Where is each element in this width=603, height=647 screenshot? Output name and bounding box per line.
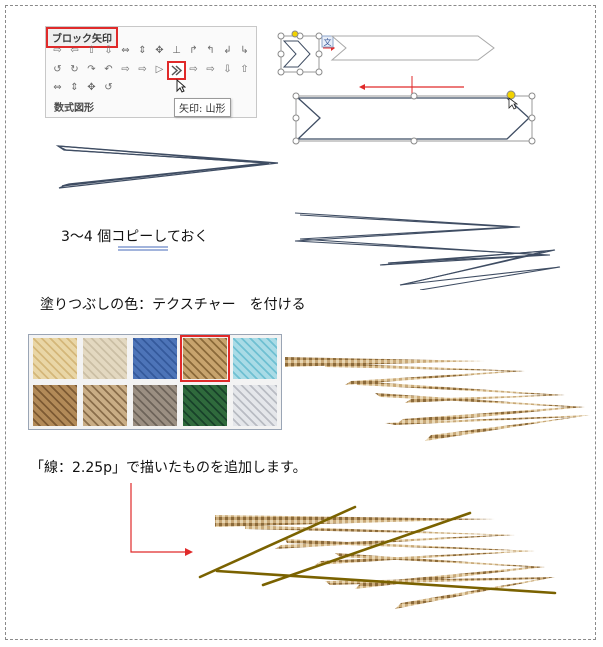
block-arrow-shape-icon[interactable]: ↰	[206, 45, 215, 56]
resize-handle	[315, 68, 323, 76]
block-arrow-shape-icon[interactable]: ⇧	[87, 45, 96, 56]
resize-handle	[277, 68, 285, 76]
chevron-edit-illustration: 文	[277, 30, 536, 145]
texture-swatch-granite[interactable]	[133, 385, 177, 426]
resize-handle	[296, 68, 304, 76]
gallery-title: ブロック矢印	[46, 27, 118, 48]
thin-chevron-illustration	[55, 145, 279, 189]
caption-copy: 3～4 個コピーしておく	[61, 229, 209, 245]
block-arrow-shape-icon[interactable]: ⇔	[53, 82, 62, 93]
texture-swatch-fish-fossil[interactable]	[83, 385, 127, 426]
block-arrow-shape-icon[interactable]: ↺	[53, 64, 62, 75]
layout-options-icon	[321, 35, 334, 48]
block-arrow-shape-icon[interactable]: ⇨	[189, 64, 198, 75]
resize-handle	[277, 50, 285, 58]
adjust-handle-yellow	[506, 90, 516, 100]
caption-fill: 塗りつぶしの色：テクスチャー を付ける	[40, 297, 306, 313]
long-chevron-shape	[330, 35, 495, 61]
block-arrow-shape-icon[interactable]: ⇦	[70, 45, 79, 56]
caption-line: 「線：2.25p」で描いたものを追加します。	[30, 460, 307, 476]
texture-swatch-denim[interactable]	[133, 338, 177, 379]
block-arrow-shape-icon[interactable]: ✥	[87, 82, 96, 93]
block-arrow-shape-icon[interactable]: ⇕	[70, 82, 79, 93]
block-arrow-shape-icon[interactable]: ↺	[104, 82, 113, 93]
block-arrow-shape-icon[interactable]: ↷	[87, 64, 96, 75]
texture-swatch-white-marble[interactable]	[233, 385, 277, 426]
cursor-icon	[508, 97, 519, 110]
textured-chevrons	[285, 357, 590, 441]
block-arrow-shape-icon[interactable]: ⇕	[138, 45, 147, 56]
block-arrow-shape-icon[interactable]: ▷	[155, 64, 164, 75]
block-arrow-shape-icon[interactable]: ⇔	[121, 45, 130, 56]
resize-handle	[315, 50, 323, 58]
block-arrow-shape-icon[interactable]: ↲	[223, 45, 232, 56]
block-arrow-shape-icon[interactable]: ⇨	[138, 64, 147, 75]
texture-swatch-green-marble[interactable]	[183, 385, 227, 426]
resize-handle	[315, 32, 323, 40]
callout-arrow	[130, 483, 193, 556]
page-frame	[5, 5, 596, 640]
gallery-footer-label: 数式図形	[54, 103, 94, 114]
block-arrow-shape-icon[interactable]: ↶	[104, 64, 113, 75]
texture-swatch-canvas[interactable]	[83, 338, 127, 379]
texture-picker	[28, 334, 282, 430]
chevron-selection-highlight	[167, 61, 186, 80]
shape-tooltip: 矢印: 山形	[174, 98, 231, 117]
block-arrow-shape-icon[interactable]: ⊥	[172, 45, 181, 56]
block-arrow-shape-icon[interactable]: ↱	[189, 45, 198, 56]
caption-underline	[118, 246, 168, 251]
block-arrow-shape-icon[interactable]: ⇩	[223, 64, 232, 75]
block-arrow-shape-icon[interactable]: ⇨	[121, 64, 130, 75]
texture-swatch-papyrus[interactable]	[33, 338, 77, 379]
woven-chevrons-with-lines	[198, 505, 557, 609]
block-arrow-shape-icon[interactable]: ✥	[155, 45, 164, 56]
resize-handle	[277, 32, 285, 40]
block-arrow-shape-icon[interactable]: ⇩	[104, 45, 113, 56]
svg-text:文: 文	[324, 37, 332, 47]
block-arrow-shape-icon[interactable]: ⇨	[206, 64, 215, 75]
wide-chevron-shape	[296, 97, 530, 140]
adjust-handle-yellow	[291, 30, 299, 38]
mouse-cursor-icon	[176, 78, 187, 97]
block-arrow-shape-icon[interactable]: ↳	[240, 45, 249, 56]
block-arrow-shape-icon[interactable]: ↻	[70, 64, 79, 75]
stacked-chevrons-outline	[294, 212, 561, 290]
texture-swatch-woven-mat[interactable]	[180, 335, 230, 382]
block-arrow-shape-icon[interactable]: ⇨	[53, 45, 62, 56]
texture-swatch-water-droplets[interactable]	[233, 338, 277, 379]
texture-swatch-paper-bag[interactable]	[33, 385, 77, 426]
small-chevron-shape	[282, 40, 311, 68]
block-arrow-shape-icon[interactable]: ⇧	[240, 64, 249, 75]
